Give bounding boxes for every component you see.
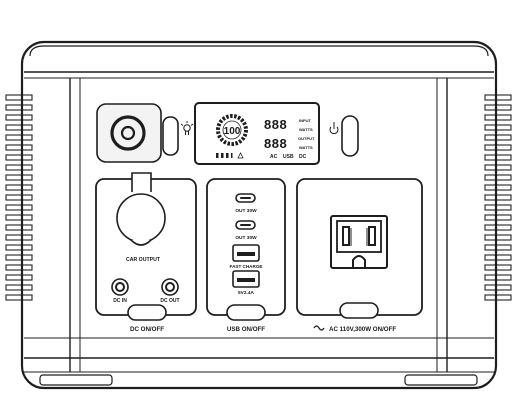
right-vent-fins — [484, 94, 512, 301]
left-vent-fins — [5, 94, 33, 301]
light-button[interactable] — [162, 116, 179, 156]
power-button[interactable] — [341, 115, 359, 157]
usb-c-2-label: OUT 30W — [235, 235, 257, 241]
indicator-dc: DC — [299, 154, 307, 160]
usb-a-fast-port[interactable] — [232, 244, 260, 262]
output-watts-digits: 888 — [264, 136, 287, 151]
device-body — [20, 40, 498, 390]
ac-wave-icon — [313, 325, 325, 331]
light-module — [96, 103, 162, 163]
usb-a-label: 5V2.4A — [238, 290, 255, 296]
ground-icon — [352, 255, 366, 269]
usb-switch-label: USB ON/OFF — [227, 326, 265, 333]
power-icon — [329, 122, 339, 135]
usb-c-port-2[interactable] — [235, 220, 256, 230]
input-unit: WATTS — [299, 127, 313, 132]
dc-switch-label: DC ON/OFF — [130, 326, 164, 333]
dc-switch[interactable] — [127, 304, 167, 321]
device-feet — [39, 374, 478, 386]
input-label: INPUT — [299, 118, 312, 123]
car-output-socket[interactable] — [116, 172, 166, 246]
dc-out-port[interactable] — [161, 278, 179, 296]
ac-switch[interactable] — [339, 302, 379, 319]
input-watts-digits: 888 — [264, 117, 287, 132]
dc-out-label: DC OUT — [160, 298, 179, 304]
indicator-usb: USB — [283, 154, 294, 160]
ac-switch-label: AC 110V,300W ON/OFF — [329, 326, 396, 333]
lcd-display — [194, 102, 320, 165]
light-bulb-icon — [180, 121, 194, 135]
output-label: OUTPUT — [298, 136, 315, 141]
dc-in-label: DC IN — [113, 298, 127, 304]
ac-outlet[interactable] — [330, 215, 388, 269]
fast-charge-label: FAST CHARGE — [230, 264, 263, 269]
car-output-label: CAR OUTPUT — [126, 257, 161, 263]
battery-ring — [216, 114, 248, 146]
battery-percent: 100 — [224, 126, 241, 137]
dc-in-port[interactable] — [111, 278, 129, 296]
usb-switch[interactable] — [226, 304, 266, 321]
lcd-status-icons — [216, 152, 244, 159]
usb-c-1-label: OUT 30W — [235, 208, 257, 214]
indicator-ac: AC — [270, 154, 278, 160]
output-unit: WATTS — [299, 145, 313, 150]
usb-a-port[interactable] — [232, 270, 260, 288]
usb-c-port-1[interactable] — [235, 193, 256, 203]
